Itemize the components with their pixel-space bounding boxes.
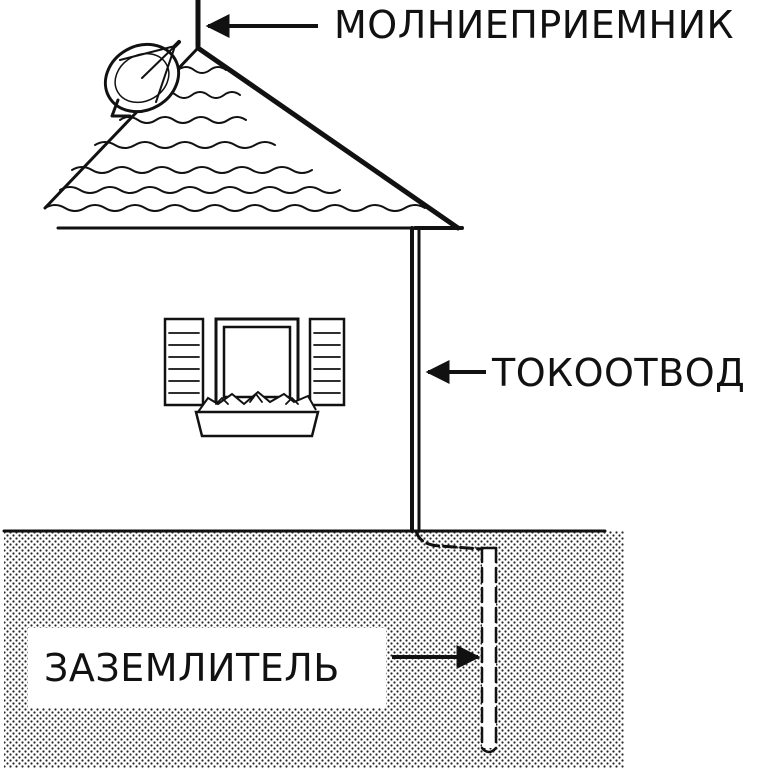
right-shutter <box>308 317 346 407</box>
flower-box-icon <box>194 390 320 438</box>
left-shutter <box>163 317 205 407</box>
ground-electrode-label: ЗАЗЕМЛИТЕЛЬ <box>44 646 340 690</box>
underground-conductor <box>414 529 484 551</box>
ground-electrode-callout: ЗАЗЕМЛИТЕЛЬ <box>28 628 481 708</box>
window <box>163 317 346 407</box>
ground-electrode <box>480 546 498 754</box>
roof <box>43 45 464 231</box>
lightning-rod-label: МОЛНИЕПРИЕМНИК <box>334 3 734 47</box>
lightning-rod-callout: МОЛНИЕПРИЕМНИК <box>205 3 734 47</box>
down-conductor-callout: ТОКООТВОД <box>425 351 745 395</box>
satellite-dish-icon <box>103 40 181 118</box>
down-conductor-label: ТОКООТВОД <box>491 351 745 395</box>
down-conductor <box>410 226 421 533</box>
